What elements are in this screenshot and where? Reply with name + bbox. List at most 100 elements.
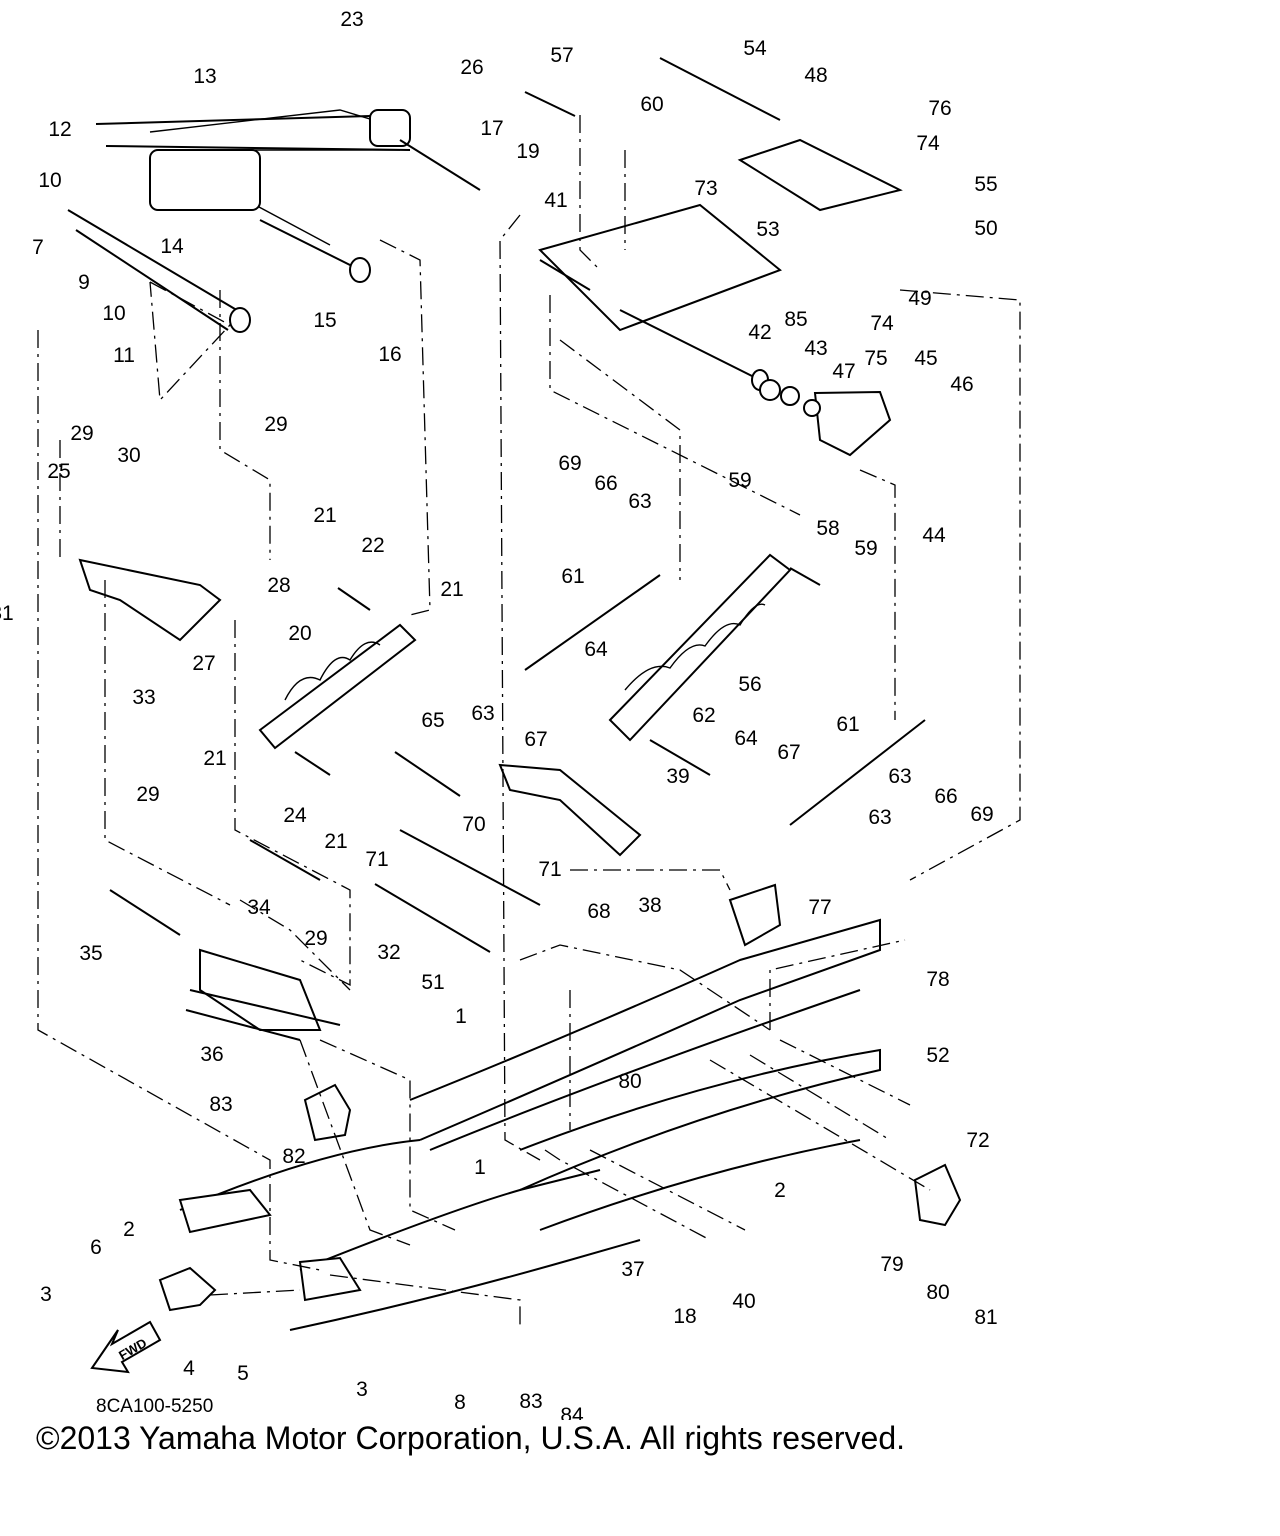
rear-shock-absorber — [608, 553, 821, 776]
callout-59: 59 — [728, 469, 751, 492]
callout-29: 29 — [136, 783, 159, 806]
callout-77: 77 — [808, 896, 831, 919]
callout-4: 4 — [183, 1357, 195, 1380]
callout-27: 27 — [192, 652, 215, 675]
callout-11: 11 — [113, 344, 135, 367]
callout-64: 64 — [734, 727, 758, 750]
callout-56: 56 — [738, 673, 761, 696]
links-and-rods — [78, 558, 926, 1041]
callout-29: 29 — [264, 413, 287, 436]
callout-22: 22 — [361, 534, 384, 557]
callout-66: 66 — [934, 785, 957, 808]
callout-60: 60 — [640, 93, 663, 116]
callout-1: 1 — [455, 1005, 467, 1028]
callout-59: 59 — [854, 537, 877, 560]
callout-55: 55 — [974, 173, 997, 196]
callout-29: 29 — [70, 422, 93, 445]
front-shock-absorber — [258, 587, 417, 776]
callout-41: 41 — [544, 189, 567, 212]
callout-23: 23 — [340, 8, 363, 31]
callout-54: 54 — [743, 37, 767, 60]
callout-72: 72 — [966, 1129, 989, 1152]
callout-63: 63 — [888, 765, 911, 788]
callout-69: 69 — [970, 803, 993, 826]
callout-74: 74 — [870, 312, 894, 335]
callout-9: 9 — [78, 271, 90, 294]
callout-39: 39 — [666, 765, 689, 788]
callout-57: 57 — [550, 44, 573, 67]
callout-63: 63 — [868, 806, 891, 829]
callout-66: 66 — [594, 472, 617, 495]
callout-80: 80 — [926, 1281, 949, 1304]
callout-51: 51 — [421, 971, 444, 994]
callout-65: 65 — [421, 709, 444, 732]
callout-67: 67 — [524, 728, 547, 751]
callout-14: 14 — [160, 235, 184, 258]
callout-85: 85 — [784, 308, 807, 331]
callout-31: 31 — [0, 602, 14, 625]
callout-13: 13 — [193, 65, 216, 88]
callout-21: 21 — [324, 830, 347, 853]
callout-29: 29 — [304, 927, 327, 950]
callout-83: 83 — [519, 1390, 542, 1413]
callout-2: 2 — [123, 1218, 135, 1241]
callout-70: 70 — [462, 813, 485, 836]
callout-47: 47 — [832, 360, 855, 383]
callout-25: 25 — [47, 460, 70, 483]
callout-17: 17 — [480, 117, 503, 140]
callout-21: 21 — [203, 747, 226, 770]
callout-10: 10 — [38, 169, 61, 192]
callout-8: 8 — [454, 1391, 466, 1414]
callout-61: 61 — [836, 713, 859, 736]
callout-2: 2 — [774, 1179, 786, 1202]
callout-26: 26 — [460, 56, 483, 79]
diagram-code: 8CA100-5250 — [96, 1396, 214, 1417]
callout-43: 43 — [804, 337, 827, 360]
callout-28: 28 — [267, 574, 290, 597]
callout-79: 79 — [880, 1253, 903, 1276]
callout-52: 52 — [926, 1044, 949, 1067]
callout-3: 3 — [40, 1283, 52, 1306]
callout-38: 38 — [638, 894, 661, 917]
callout-21: 21 — [313, 504, 336, 527]
callout-15: 15 — [313, 309, 336, 332]
callout-78: 78 — [926, 968, 949, 991]
callout-leader-lines — [37, 115, 1021, 1330]
callout-12: 12 — [48, 118, 71, 141]
callout-5: 5 — [237, 1362, 249, 1385]
callout-74: 74 — [916, 132, 940, 155]
callout-33: 33 — [132, 686, 155, 709]
callout-58: 58 — [816, 517, 839, 540]
callout-76: 76 — [928, 97, 951, 120]
callout-16: 16 — [378, 343, 401, 366]
callout-35: 35 — [79, 942, 102, 965]
callout-10: 10 — [102, 302, 125, 325]
callout-67: 67 — [777, 741, 800, 764]
callout-20: 20 — [288, 622, 311, 645]
callout-40: 40 — [732, 1290, 755, 1313]
rear-arm-assembly — [524, 57, 903, 457]
callout-63: 63 — [628, 490, 651, 513]
callout-69: 69 — [558, 452, 581, 475]
callout-82: 82 — [282, 1145, 305, 1168]
callout-75: 75 — [864, 347, 887, 370]
callout-18: 18 — [673, 1305, 696, 1328]
callout-30: 30 — [117, 444, 140, 467]
callout-19: 19 — [516, 140, 539, 163]
callout-71: 71 — [365, 848, 388, 871]
callout-45: 45 — [914, 347, 937, 370]
callout-46: 46 — [950, 373, 973, 396]
callout-64: 64 — [584, 638, 608, 661]
callout-73: 73 — [694, 177, 717, 200]
callout-81: 81 — [974, 1306, 997, 1329]
callout-37: 37 — [621, 1258, 644, 1281]
callout-34: 34 — [247, 896, 271, 919]
callout-62: 62 — [692, 704, 715, 727]
callout-1: 1 — [474, 1156, 486, 1179]
callout-48: 48 — [804, 64, 827, 87]
callout-71: 71 — [538, 858, 561, 881]
callout-24: 24 — [283, 804, 307, 827]
callout-3: 3 — [356, 1378, 368, 1401]
